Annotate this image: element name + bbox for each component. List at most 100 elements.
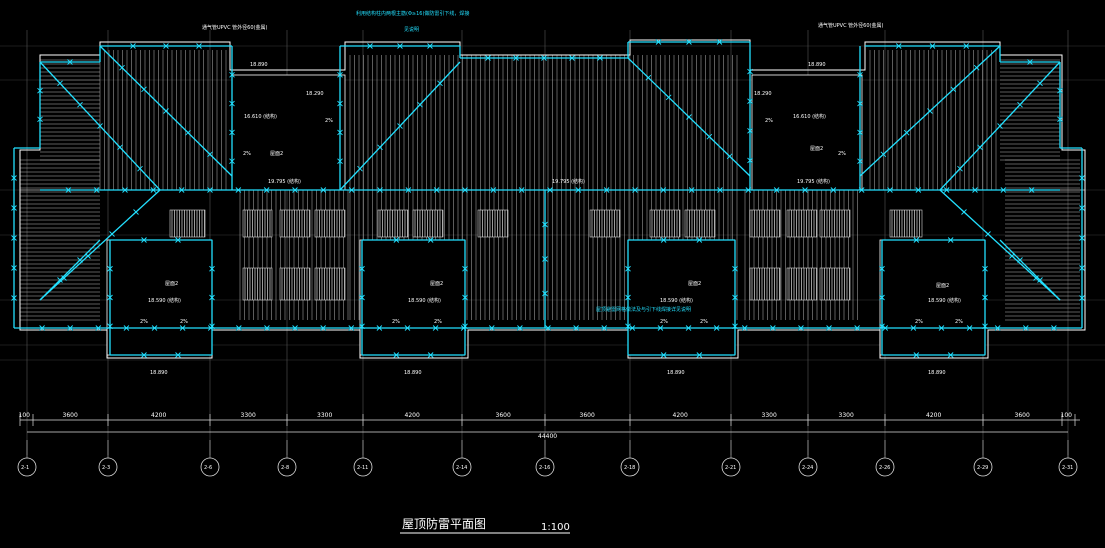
- conductor-support: [966, 325, 973, 331]
- conductor-support: [542, 221, 548, 228]
- roof-hatching: [20, 50, 1080, 321]
- conductor-support: [685, 325, 692, 331]
- conductor-support: [915, 187, 922, 193]
- axis-bubble: [200, 457, 220, 477]
- conductor-support: [747, 68, 753, 75]
- conductor-support: [826, 325, 832, 331]
- conductor-support: [67, 59, 73, 65]
- conductor-support: [770, 325, 776, 331]
- conductor-support: [337, 100, 343, 107]
- dimension-span: 100: [19, 412, 31, 419]
- conductor-support: [943, 187, 950, 193]
- conductor-support: [747, 127, 753, 134]
- elevation-lower: 18.590 (结构): [148, 297, 181, 304]
- conductor-support: [397, 43, 403, 49]
- slope-label: 2%: [243, 151, 251, 157]
- conductor-support: [130, 43, 136, 49]
- conductor-support: [236, 325, 242, 331]
- elevation-bottom: 18.890: [404, 370, 422, 376]
- conductor-support: [1079, 205, 1085, 211]
- stair-block: [786, 209, 818, 238]
- roof-slope-label: 屋面2: [688, 281, 701, 287]
- conductor-segment: [39, 239, 101, 301]
- conductor-support: [879, 323, 885, 330]
- stair-block: [279, 209, 311, 238]
- conductor-support: [977, 144, 983, 151]
- conductor-support: [985, 231, 991, 237]
- conductor-support: [150, 187, 157, 193]
- conductor-support: [1079, 175, 1085, 181]
- conductor-support: [37, 87, 43, 94]
- conductor-support: [895, 43, 902, 49]
- stair-block: [819, 267, 851, 301]
- room-outline: [879, 239, 986, 356]
- conductor-support: [488, 325, 495, 331]
- conductor-support: [433, 187, 440, 193]
- conductor-support: [292, 187, 298, 193]
- conductor-support: [37, 116, 43, 123]
- conductor-support: [337, 158, 343, 165]
- conductor-support: [963, 43, 970, 49]
- conductor-support: [404, 325, 411, 331]
- conductor-support: [741, 325, 748, 331]
- conductor-support: [879, 265, 885, 272]
- stair-block: [477, 209, 509, 238]
- conductor-support: [11, 175, 17, 181]
- stair-block: [649, 209, 681, 238]
- elevation-bottom: 18.890: [928, 370, 946, 376]
- axis-bubble: [620, 457, 640, 477]
- axis-label: 2-14: [456, 465, 467, 471]
- conductor-support: [957, 165, 963, 172]
- conductor-support: [542, 256, 548, 262]
- conductor-support: [569, 55, 575, 61]
- conductor-support: [773, 187, 780, 193]
- axis-bubble: [277, 457, 297, 477]
- conductor-support: [348, 187, 355, 193]
- conductor-support: [133, 209, 139, 215]
- conductor-support: [437, 80, 443, 87]
- conductor-support: [95, 325, 102, 331]
- conductor-support: [357, 165, 363, 172]
- conductor-support: [39, 325, 45, 331]
- conductor-support: [857, 158, 863, 165]
- conductor-support: [397, 123, 403, 129]
- roof-slope-label: 屋面2: [165, 281, 178, 287]
- conductor-support: [57, 80, 63, 87]
- stair-block: [819, 209, 851, 238]
- conductor-support: [947, 352, 954, 358]
- room-outline: [231, 74, 346, 191]
- axis-bubble: [98, 457, 118, 477]
- conductor-support: [209, 323, 215, 330]
- axis-label: 2-16: [539, 465, 550, 471]
- conductor-support: [913, 237, 920, 243]
- conductor-support: [151, 325, 158, 331]
- axis-label: 2-31: [1062, 465, 1073, 471]
- conductor-support: [545, 325, 551, 331]
- conductor-support: [427, 352, 434, 358]
- conductor-support: [377, 187, 383, 193]
- axis-label: 2-1: [21, 465, 29, 471]
- room-outline: [106, 239, 213, 356]
- slope-label: 2%: [140, 319, 148, 325]
- conductor-support: [209, 294, 215, 301]
- conductor-segment: [39, 189, 161, 301]
- axis-bubble: [875, 457, 895, 477]
- conductor-segment: [999, 239, 1061, 301]
- stair-block: [377, 209, 409, 238]
- conductor-support: [377, 144, 383, 151]
- elevation-ridge: 19.795 (结构): [552, 178, 585, 185]
- conductor-support: [1037, 80, 1043, 87]
- conductor-support: [320, 325, 326, 331]
- axis-bubble: [535, 457, 555, 477]
- conductor-support: [972, 187, 978, 193]
- conductor-support: [320, 187, 327, 193]
- conductor-support: [117, 144, 123, 151]
- conductor-support: [645, 74, 652, 81]
- elevation-lower: 18.590 (结构): [408, 297, 441, 304]
- elevation-top: 18.890: [250, 62, 268, 68]
- conductor-support: [77, 101, 83, 108]
- stair-block: [786, 267, 818, 301]
- conductor-support: [961, 209, 967, 215]
